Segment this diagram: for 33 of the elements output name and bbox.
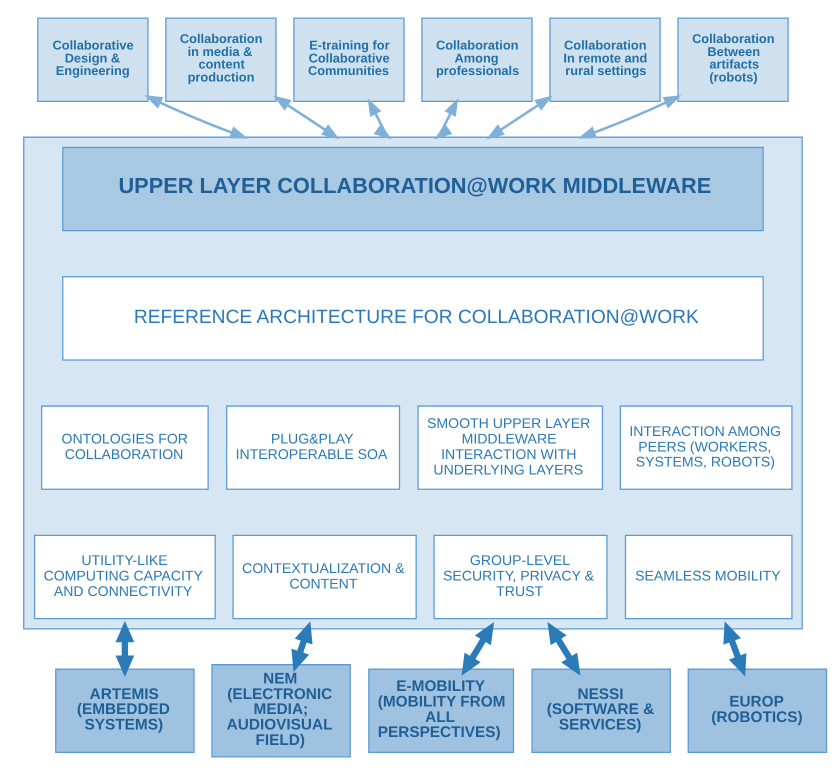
node-box: SMOOTH UPPER LAYER MIDDLEWARE INTERACTION WITH UNDERLYING LAYERS [417,404,604,490]
node-box: SEAMLESS MOBILITY [624,534,793,619]
node-box: NEM (ELECTRONIC MEDIA; AUDIOVISUAL FIELD) [211,664,351,758]
arrow [291,620,312,672]
node-box: Collaborative Design & Engineering [37,16,149,102]
arrow [144,94,248,138]
arrow [462,622,494,676]
arrow [368,98,392,139]
node-box: NESSI (SOFTWARE & SERVICES) [531,668,671,753]
arrow [578,94,682,138]
node-box: Collaboration Between artifacts (robots) [677,16,789,102]
arrow [273,95,340,139]
arrow [486,95,553,139]
node-box: REFERENCE ARCHITECTURE FOR COLLABORATION@WORK [62,276,764,360]
node-box: Collaboration Among professionals [421,16,533,102]
node-box: UTILITY-LIKE COMPUTING CAPACITY AND CONNECTIVITY [34,534,216,619]
cluster [23,136,803,629]
node-box: CONTEXTUALIZATION & CONTENT [232,534,417,619]
node-box: UPPER LAYER COLLABORATION@WORK MIDDLEWARE [62,146,764,231]
node-box: Collaboration in media & content production [165,16,277,102]
node-box: EUROP (ROBOTICS) [688,668,828,753]
node-box: ONTOLOGIES FOR COLLABORATION [41,404,209,490]
node-box: INTERACTION AMONG PEERS (WORKERS, SYSTEMS, ROBOTS) [620,404,793,490]
node-box: E-MOBILITY (MOBILITY FROM ALL PERSPECTIVES) [368,668,514,753]
node-box: Collaboration In remote and rural settings [549,16,661,102]
node-box: E-training for Collaborative Communities [293,16,405,102]
arrow [723,620,746,676]
arrow [547,622,580,676]
arrow [116,620,134,676]
node-box: GROUP-LEVEL SECURITY, PRIVACY & TRUST [433,534,608,619]
arrow [434,98,458,139]
node-box: PLUG&PLAY INTEROPERABLE SOA [226,404,400,490]
node-box: ARTEMIS (EMBEDDED SYSTEMS) [55,668,195,753]
